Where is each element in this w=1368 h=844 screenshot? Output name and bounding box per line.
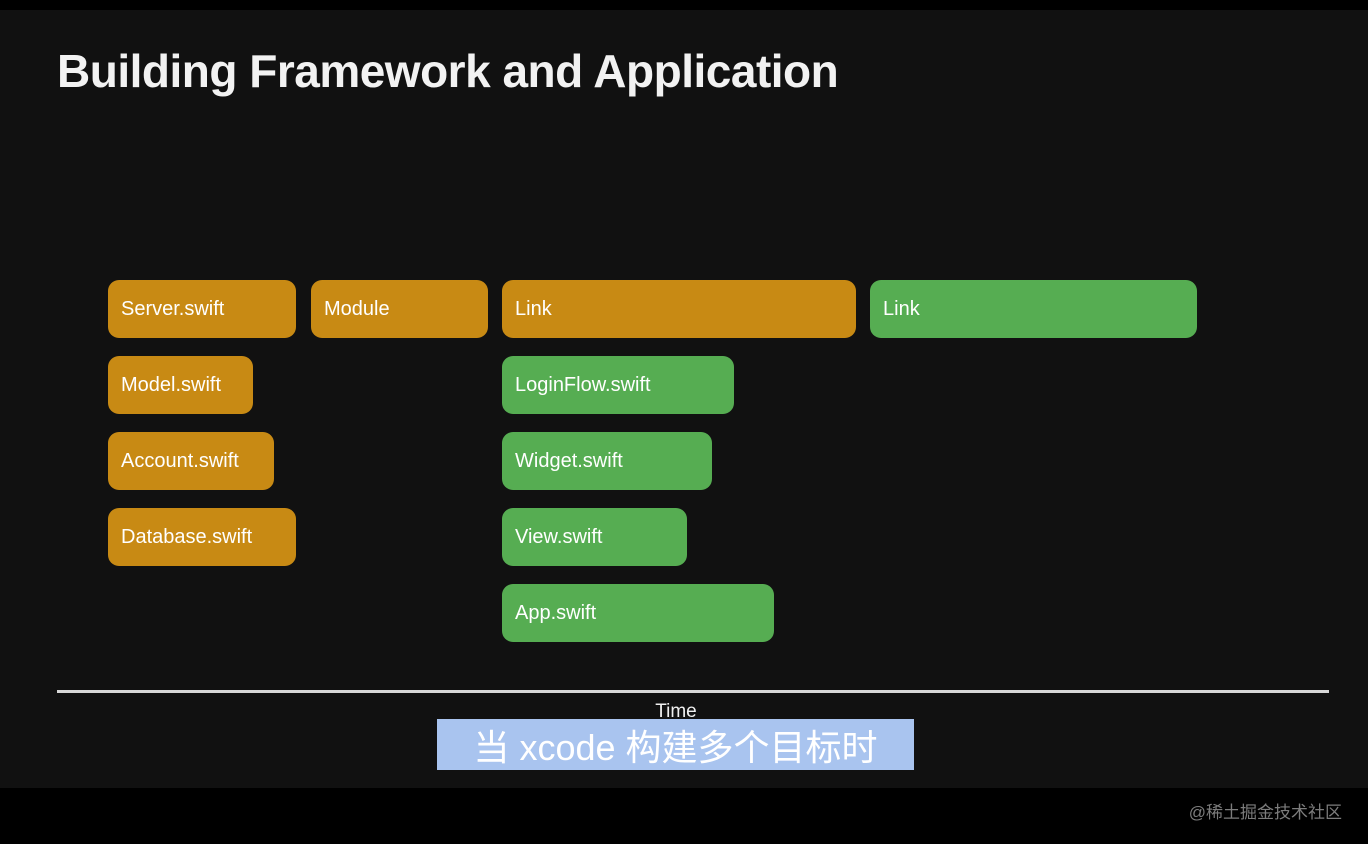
video-subtitle: 当 xcode 构建多个目标时: [437, 719, 914, 770]
watermark: @稀土掘金技术社区: [1188, 803, 1342, 822]
app-task-widget: Widget.swift: [502, 432, 712, 490]
app-task-link: Link: [870, 280, 1197, 338]
framework-task-module: Module: [311, 280, 488, 338]
letterbox-top: [0, 0, 1368, 10]
app-task-loginflow: LoginFlow.swift: [502, 356, 734, 414]
framework-task-link: Link: [502, 280, 856, 338]
app-task-app: App.swift: [502, 584, 774, 642]
framework-task-model: Model.swift: [108, 356, 253, 414]
framework-task-server: Server.swift: [108, 280, 296, 338]
slide-title: Building Framework and Application: [57, 45, 839, 97]
time-axis-label: Time: [655, 701, 697, 722]
framework-task-account: Account.swift: [108, 432, 274, 490]
letterbox-bottom: [0, 788, 1368, 844]
time-axis-line: [57, 690, 1329, 693]
app-task-view: View.swift: [502, 508, 687, 566]
framework-task-database: Database.swift: [108, 508, 296, 566]
